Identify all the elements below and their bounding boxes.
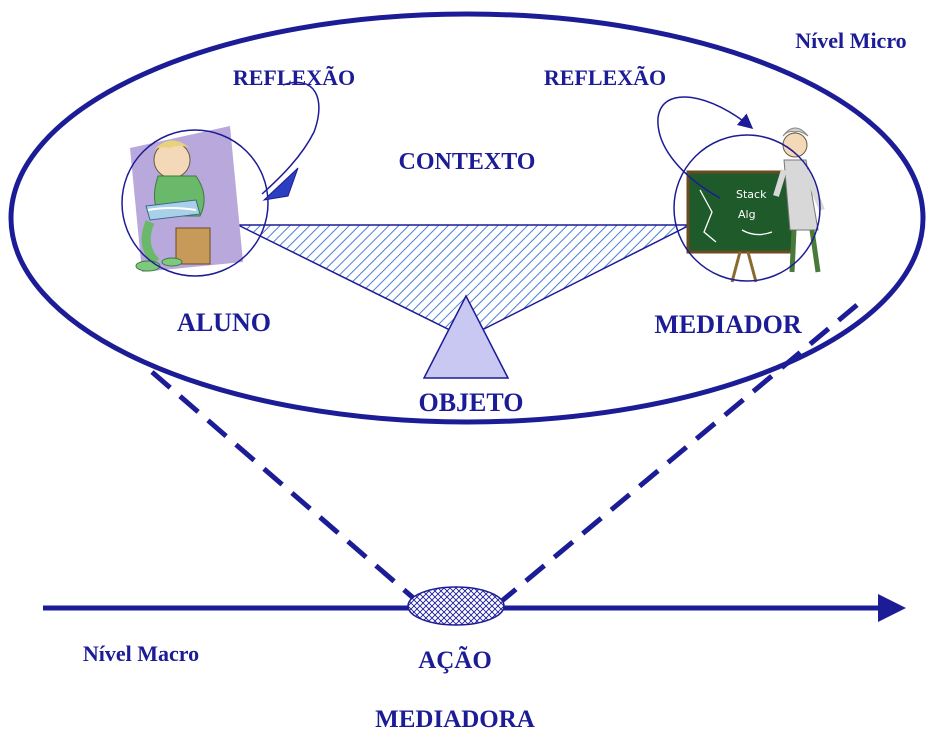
mediador-label: MEDIADOR [654,310,802,339]
mediadora-label: MEDIADORA [375,706,535,729]
dashed-line-left [150,370,420,604]
board-text-line2: Alg [738,208,756,221]
reflexao-right-loop [657,96,754,199]
acao-label: AÇÃO [418,646,492,674]
reflexao-left-arrowhead [262,167,299,201]
reflexao-left-loop [261,81,320,195]
objeto-label: OBJETO [418,388,523,417]
acao-mediadora-ellipse [407,586,505,626]
micro-context-ellipse [8,11,926,425]
aluno-circle [121,129,269,277]
mediador-illustration: Stack Alg [686,127,825,283]
relation-wedge [237,224,691,339]
objeto-triangle [422,294,510,379]
nivel-macro-label: Nível Macro [83,641,199,666]
aluno-illustration [130,126,243,272]
aluno-label: ALUNO [177,308,271,337]
nivel-micro-label: Nível Micro [795,28,906,53]
reflexao-right-label: REFLEXÃO [544,65,666,90]
macro-timeline-arrowhead [878,594,906,622]
board-text-line1: Stack [736,188,767,201]
mediador-circle [673,134,821,282]
contexto-label: CONTEXTO [399,149,536,175]
reflexao-left-label: REFLEXÃO [233,65,355,90]
dashed-line-right [495,303,859,607]
